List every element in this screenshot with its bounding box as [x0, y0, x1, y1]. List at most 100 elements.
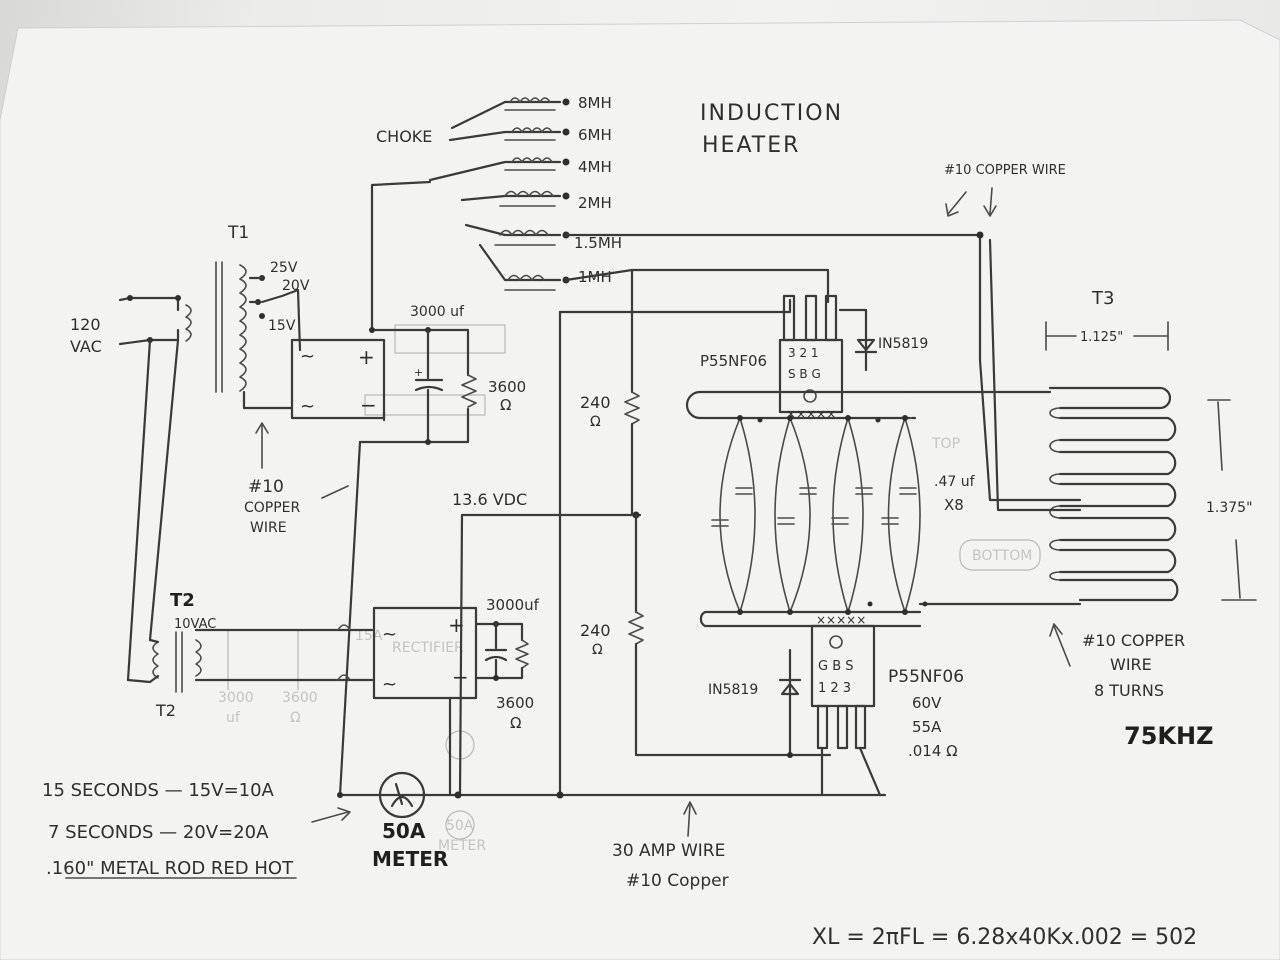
choke-tap-6mh: 6MH — [578, 126, 612, 144]
capacitor-bank — [711, 415, 928, 615]
t1-tap-20v: 20V — [282, 278, 310, 294]
mosfet-top-pins-b: S B G — [788, 367, 821, 381]
bridge-rectifier-top: ~ ~ + − + 3000 uf 3600 Ω — [290, 304, 526, 445]
transformer-t2: T2 10VAC T2 — [126, 590, 374, 720]
title-line-2: HEATER — [702, 133, 800, 158]
choke-label: CHOKE — [376, 127, 432, 146]
rect-bottom-minus: − — [452, 665, 469, 689]
work-coil-t3: T3 1.125" 1.375" #10 COPPER WIRE 8 TURNS… — [978, 238, 1257, 750]
mosfet-bottom-spec-v: 60V — [912, 694, 942, 712]
ghost-meter-a: 50A — [446, 818, 474, 834]
mosfet-top-part: P55NF06 — [700, 352, 767, 370]
wire-30a-copper: #10 Copper — [626, 871, 729, 891]
caps-top-note: TOP — [931, 436, 960, 452]
mains-vac: VAC — [70, 337, 102, 356]
ghost-meter-b: METER — [438, 838, 486, 854]
dc-rails: 13.6 VDC — [338, 231, 984, 799]
resistor-lower: 240 Ω — [580, 513, 832, 757]
bridge-rectifier-bottom: ~ ~ + − 3000uf 3600 Ω — [372, 596, 540, 797]
note-15-seconds: 15 SECONDS — 15V=10A — [42, 780, 275, 801]
wire-30a-label: 30 AMP WIRE — [612, 841, 725, 861]
choke-selector: CHOKE 8MH 6MH 4MH 2MH 1.5MH 1MH — [370, 94, 622, 332]
choke-tap-8mh: 8MH — [578, 94, 612, 112]
tank-circuit: .47 uf X8 TOP BOTTOM — [685, 390, 1082, 628]
t1-label: T1 — [227, 223, 249, 243]
t3-wire-2: WIRE — [1110, 655, 1152, 674]
t1-tap-15v: 15V — [268, 318, 296, 334]
reactance-formula: XL = 2πFL = 6.28x40Kx.002 = 502 — [812, 925, 1197, 950]
rect-top-minus: − — [360, 393, 377, 417]
ghost-cap-value: 3000 — [218, 690, 254, 706]
resistor-upper: 240 Ω — [580, 391, 640, 517]
rect-bottom-plus: + — [448, 613, 465, 637]
choke-tap-4mh: 4MH — [578, 158, 612, 176]
rect-bottom-res-unit: Ω — [510, 714, 521, 732]
dc-voltage-label: 13.6 VDC — [452, 490, 527, 509]
ghost-res-value: 3600 — [282, 690, 318, 706]
rect-top-ac-1: ~ — [300, 346, 315, 367]
mains-voltage: 120 — [70, 315, 101, 334]
rect-bottom-cap-label: 3000uf — [486, 596, 540, 614]
diode-top: IN5819 — [838, 308, 928, 372]
copper-wire-top: #10 COPPER WIRE — [944, 163, 1066, 178]
t2-vac: 10VAC — [174, 617, 216, 632]
mosfet-bottom: ××××× G B S 1 2 3 P55NF06 60V 55A .014 Ω — [810, 613, 964, 797]
caps-bottom-note: BOTTOM — [972, 548, 1032, 564]
mosfet-bottom-spec-r: .014 Ω — [908, 742, 958, 760]
rect-top-ac-2: ~ — [300, 396, 315, 417]
ghost-cap-unit: uf — [226, 710, 241, 726]
diode-bottom-label: IN5819 — [708, 682, 758, 698]
t2-label-bottom: T2 — [155, 701, 176, 720]
t2-label: T2 — [170, 590, 195, 611]
t3-frequency: 75KHZ — [1124, 722, 1213, 750]
copper-wire-left-2: COPPER — [244, 500, 301, 516]
copper-wire-left-note: #10 COPPER WIRE — [244, 422, 349, 536]
caps-value: .47 uf — [934, 474, 976, 490]
test-notes: 15 SECONDS — 15V=10A 7 SECONDS — 20V=20A… — [42, 780, 297, 879]
mosfet-top-pins-a: 3 2 1 — [788, 346, 819, 360]
mosfet-bottom-pins-a: G B S — [818, 659, 854, 674]
ghost-res-unit: Ω — [290, 710, 301, 726]
t3-height: 1.375" — [1206, 500, 1253, 516]
t1-tap-25v: 25V — [270, 260, 298, 276]
copper-wire-top-note: #10 COPPER WIRE — [944, 163, 1066, 217]
meter-label: METER — [372, 847, 448, 871]
mosfet-bottom-pins-b: 1 2 3 — [818, 681, 851, 696]
rect-top-res-unit: Ω — [500, 396, 511, 414]
mosfet-bottom-part: P55NF06 — [888, 667, 964, 687]
erased-sketch-marks: 3000 uf 3600 Ω 50A METER 15A RECTIFIER — [218, 324, 1041, 854]
res-lower-value: 240 — [580, 621, 611, 640]
ammeter: 50A METER — [311, 771, 462, 871]
note-7-seconds: 7 SECONDS — 20V=20A — [48, 822, 269, 843]
meter-rating: 50A — [382, 819, 426, 843]
cap-top-plus: + — [414, 366, 423, 379]
t3-width: 1.125" — [1080, 330, 1123, 345]
note-metal-rod: .160" METAL ROD RED HOT — [46, 858, 294, 879]
copper-wire-left-1: #10 — [248, 477, 284, 497]
res-upper-value: 240 — [580, 393, 611, 412]
rect-bottom-ac-1: ~ — [382, 624, 397, 645]
choke-tap-1mh: 1MH — [578, 268, 612, 286]
ghost-rect-b: RECTIFIER — [392, 640, 464, 656]
paper-sheet — [0, 19, 1280, 960]
res-upper-unit: Ω — [590, 414, 601, 430]
t3-wire-3: 8 TURNS — [1094, 681, 1164, 700]
rect-bottom-ac-2: ~ — [382, 674, 397, 695]
copper-wire-left-3: WIRE — [250, 520, 287, 536]
mains-wiring — [118, 261, 223, 682]
caps-count: X8 — [944, 496, 964, 514]
rect-bottom-res-value: 3600 — [496, 694, 534, 712]
diode-top-label: IN5819 — [878, 336, 928, 352]
mosfet-top: 3 2 1 S B G ××××× P55NF06 — [700, 294, 844, 421]
mosfet-bottom-marks: ××××× — [816, 613, 866, 627]
wire-30a-note: 30 AMP WIRE #10 Copper — [612, 801, 729, 891]
res-lower-unit: Ω — [592, 642, 603, 658]
choke-tap-2mh: 2MH — [578, 194, 612, 212]
title-line-1: INDUCTION — [700, 101, 843, 126]
mosfet-bottom-spec-a: 55A — [912, 718, 942, 736]
diode-bottom: IN5819 — [708, 648, 802, 758]
rect-top-res-value: 3600 — [488, 378, 526, 396]
rect-top-plus: + — [358, 345, 375, 369]
